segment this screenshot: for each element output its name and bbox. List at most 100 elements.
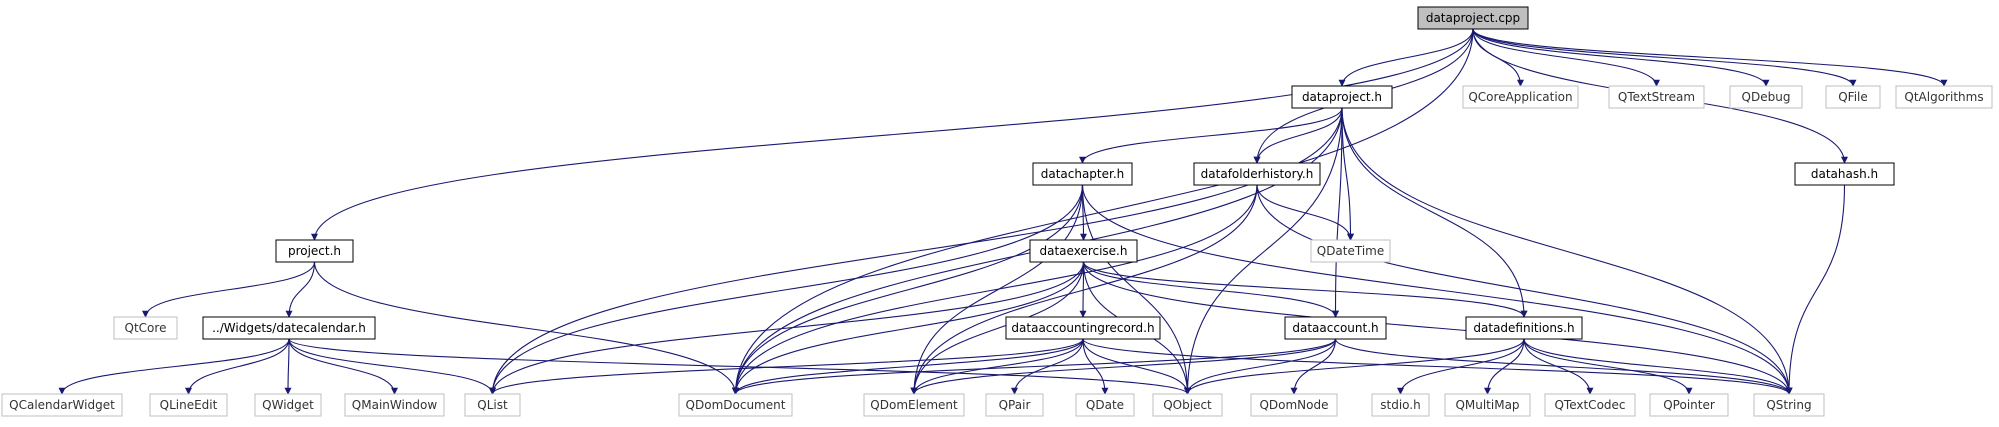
edge-datadefinitions-h-to-qobject: [1184, 338, 1525, 395]
edge-dataexercise-h-to-dataaccount-h: [1082, 261, 1339, 318]
edge-project-h-to-qtcore: [142, 261, 316, 318]
node-label: project.h: [288, 244, 341, 258]
node-qfile: QFile: [1825, 85, 1881, 109]
edge-dataproject-h-to-qstring: [1341, 107, 1793, 395]
node-qcalendarwidget: QCalendarWidget: [1, 393, 123, 417]
node-stdio-h: stdio.h: [1371, 393, 1430, 417]
edge-project-h-to-qdomdocument: [313, 261, 739, 395]
edge-dataaccountingrecord-h-to-qdate: [1082, 338, 1109, 395]
node-box: [202, 316, 376, 340]
node-datahash-h[interactable]: datahash.h: [1794, 162, 1895, 186]
node-box: [985, 393, 1044, 417]
edge-datafolderhistory-h-to-qstring: [1256, 184, 1793, 395]
node-box: [1284, 316, 1387, 340]
edge-datecalendar-h-to-qobject: [288, 338, 1191, 395]
edge-datadefinitions-h-to-qstring: [1523, 338, 1793, 395]
node-dataproject-cpp[interactable]: dataproject.cpp: [1417, 6, 1529, 30]
node-qdomnode: QDomNode: [1250, 393, 1338, 417]
node-label: QDomElement: [870, 398, 958, 412]
edge-dataproject-h-to-dataaccount-h: [1332, 107, 1343, 318]
node-box: [1029, 239, 1138, 263]
edge-dataproject-cpp-to-qdomdocument: [732, 28, 1474, 395]
node-label: QWidget: [262, 398, 314, 412]
node-datachapter-h[interactable]: datachapter.h: [1032, 162, 1133, 186]
node-qtcore: QtCore: [113, 316, 178, 340]
edge-datecalendar-h-to-qmainwindow: [288, 338, 398, 395]
node-box: [863, 393, 965, 417]
edge-dataexercise-h-to-datadefinitions-h: [1082, 261, 1528, 318]
node-label: QFile: [1838, 90, 1868, 104]
edge-datecalendar-h-to-qlineedit: [185, 338, 290, 395]
node-box: [1462, 85, 1579, 109]
node-box: [275, 239, 354, 263]
edge-datecalendar-h-to-qlist: [288, 338, 496, 395]
node-datafolderhistory-h[interactable]: datafolderhistory.h: [1193, 162, 1321, 186]
edge-project-h-to-datecalendar-h: [285, 261, 316, 318]
node-box: [678, 393, 793, 417]
node-label: QString: [1766, 398, 1811, 412]
edge-datachapter-h-to-qlist: [489, 184, 1084, 395]
node-box: [1608, 85, 1705, 109]
node-box: [1417, 6, 1529, 30]
node-box: [1005, 316, 1161, 340]
node-label: QPair: [999, 398, 1031, 412]
node-qdebug: QDebug: [1729, 85, 1803, 109]
node-box: [1753, 393, 1825, 417]
edge-datadefinitions-h-to-stdio-h: [1397, 338, 1525, 395]
node-label: stdio.h: [1380, 398, 1420, 412]
node-dataexercise-h[interactable]: dataexercise.h: [1029, 239, 1138, 263]
node-box: [1250, 393, 1338, 417]
node-label: dataproject.cpp: [1426, 11, 1520, 25]
edge-datecalendar-h-to-qwidget: [284, 338, 292, 395]
edge-dataaccount-h-to-qdomelement: [910, 338, 1337, 395]
node-box: [1465, 316, 1583, 340]
node-box: [1371, 393, 1430, 417]
node-qtalgorithms: QtAlgorithms: [1895, 85, 1993, 109]
node-label: QDate: [1086, 398, 1124, 412]
node-label: dataproject.h: [1302, 90, 1382, 104]
node-box: [1729, 85, 1803, 109]
edge-dataproject-h-to-datachapter-h: [1079, 107, 1343, 164]
node-box: [1649, 393, 1729, 417]
edge-datafolderhistory-h-to-qdomdocument: [732, 184, 1258, 395]
node-qpair: QPair: [985, 393, 1044, 417]
node-label: ../Widgets/datecalendar.h: [212, 321, 366, 335]
node-dataproject-h[interactable]: dataproject.h: [1291, 85, 1393, 109]
node-box: [1825, 85, 1881, 109]
node-qtextcodec: QTextCodec: [1544, 393, 1636, 417]
edge-dataaccountingrecord-h-to-qlist: [489, 338, 1084, 395]
node-label: QTextStream: [1618, 90, 1695, 104]
node-dataaccountingrecord-h[interactable]: dataaccountingrecord.h: [1005, 316, 1161, 340]
edge-dataproject-h-to-datafolderhistory-h: [1253, 107, 1343, 164]
edge-dataproject-h-to-qobject: [1184, 107, 1343, 395]
node-label: dataaccountingrecord.h: [1011, 321, 1154, 335]
node-datecalendar-h[interactable]: ../Widgets/datecalendar.h: [202, 316, 376, 340]
edge-datadefinitions-h-to-qpointer: [1523, 338, 1693, 395]
node-qstring: QString: [1753, 393, 1825, 417]
edge-datachapter-h-to-qdomdocument: [732, 184, 1084, 395]
node-box: [1895, 85, 1993, 109]
edge-datadefinitions-h-to-qtextcodec: [1523, 338, 1594, 395]
node-label: QCalendarWidget: [9, 398, 115, 412]
node-box: [1310, 239, 1391, 263]
node-qpointer: QPointer: [1649, 393, 1729, 417]
edge-dataaccount-h-to-qobject: [1184, 338, 1337, 395]
edge-datafolderhistory-h-to-qdomelement: [910, 184, 1258, 395]
edge-dataproject-cpp-to-qfile: [1472, 28, 1857, 87]
edge-datafolderhistory-h-to-qdatetime: [1256, 184, 1354, 241]
node-box: [1544, 393, 1636, 417]
node-label: QDomNode: [1259, 398, 1328, 412]
node-qmainwindow: QMainWindow: [344, 393, 445, 417]
edge-dataaccountingrecord-h-to-qdomdocument: [732, 338, 1084, 395]
edge-dataproject-h-to-qlist: [489, 107, 1343, 395]
node-datadefinitions-h[interactable]: datadefinitions.h: [1465, 316, 1583, 340]
node-project-h[interactable]: project.h: [275, 239, 354, 263]
node-dataaccount-h[interactable]: dataaccount.h: [1284, 316, 1387, 340]
node-label: QCoreApplication: [1468, 90, 1572, 104]
node-box: [1291, 85, 1393, 109]
edge-datahash-h-to-qstring: [1785, 184, 1846, 395]
node-box: [1193, 162, 1321, 186]
nodes-layer: dataproject.cpp dataproject.h project.h QCo…: [1, 6, 1993, 417]
node-qdomelement: QDomElement: [863, 393, 965, 417]
